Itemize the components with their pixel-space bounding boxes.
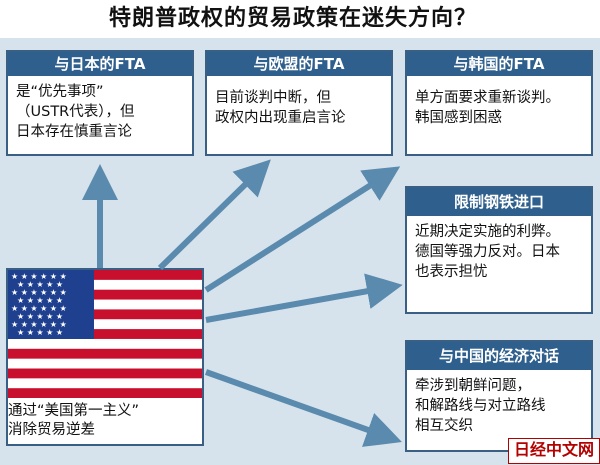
steel-import-line: 德国等强力反对。日本 [415,244,560,260]
japan-fta-body: 是“优先事项” （USTR代表），但 日本存在慎重言论 [8,76,192,148]
steel-import-line: 也表示担忧 [415,264,488,280]
korea-fta-body: 单方面要求重新谈判。 韩国感到困惑 [407,76,591,134]
svg-text:★ ★ ★ ★ ★: ★ ★ ★ ★ ★ [17,328,63,337]
arrow-to-korea [204,166,401,293]
korea-fta-box: 与韩国的FTA 单方面要求重新谈判。 韩国感到困惑 [405,50,593,156]
svg-text:★ ★ ★ ★ ★ ★: ★ ★ ★ ★ ★ ★ [11,304,67,313]
steel-import-line: 近期决定实施的利弊。 [415,224,560,240]
arrow-to-china [204,369,402,447]
svg-text:★ ★ ★ ★ ★: ★ ★ ★ ★ ★ [17,296,63,305]
japan-fta-line: 日本存在慎重言论 [16,124,132,140]
eu-fta-body: 目前谈判中断，但 政权内出现重启言论 [207,76,391,134]
china-dialogue-line: 牵涉到朝鲜问题， [415,378,531,394]
arrow-to-eu [157,159,271,271]
arrow-to-steel [205,273,403,323]
svg-text:★ ★ ★ ★ ★ ★: ★ ★ ★ ★ ★ ★ [11,320,67,329]
china-dialogue-line: 和解路线与对立路线 [415,398,546,414]
japan-fta-line: （USTR代表），但 [16,104,135,120]
eu-fta-box: 与欧盟的FTA 目前谈判中断，但 政权内出现重启言论 [205,50,393,156]
china-dialogue-body: 牵涉到朝鲜问题， 和解路线与对立路线 相互交织 [407,370,591,442]
eu-fta-line: 目前谈判中断，但 [215,90,331,106]
eu-fta-header: 与欧盟的FTA [207,52,391,76]
flag-caption: 通过“美国第一主义” 消除贸易逆差 [8,402,200,440]
china-dialogue-header: 与中国的经济对话 [407,342,591,370]
us-flag-box: ★ ★ ★ ★ ★ ★ ★ ★ ★ ★ ★ ★ ★ ★ ★ ★ ★ ★ ★ ★ … [6,268,204,446]
flag-caption-line: 通过“美国第一主义” [8,403,140,419]
korea-fta-line: 单方面要求重新谈判。 [415,90,560,106]
japan-fta-header: 与日本的FTA [8,52,192,76]
svg-text:★ ★ ★ ★ ★ ★: ★ ★ ★ ★ ★ ★ [11,288,67,297]
japan-fta-line: 是“优先事项” [16,84,104,100]
svg-text:★ ★ ★ ★ ★: ★ ★ ★ ★ ★ [17,312,63,321]
steel-import-box: 限制钢铁进口 近期决定实施的利弊。 德国等强力反对。日本 也表示担忧 [405,186,593,314]
japan-fta-box: 与日本的FTA 是“优先事项” （USTR代表），但 日本存在慎重言论 [6,50,194,156]
steel-import-header: 限制钢铁进口 [407,188,591,216]
svg-text:★ ★ ★ ★ ★ ★: ★ ★ ★ ★ ★ ★ [11,272,67,281]
steel-import-body: 近期决定实施的利弊。 德国等强力反对。日本 也表示担忧 [407,216,591,288]
svg-text:★ ★ ★ ★ ★: ★ ★ ★ ★ ★ [17,280,63,289]
korea-fta-header: 与韩国的FTA [407,52,591,76]
china-dialogue-box: 与中国的经济对话 牵涉到朝鲜问题， 和解路线与对立路线 相互交织 [405,340,593,452]
eu-fta-line: 政权内出现重启言论 [215,110,346,126]
us-flag-image: ★ ★ ★ ★ ★ ★ ★ ★ ★ ★ ★ ★ ★ ★ ★ ★ ★ ★ ★ ★ … [8,270,202,398]
china-dialogue-line: 相互交织 [415,418,473,434]
flag-caption-line: 消除贸易逆差 [8,422,95,438]
title-bar: 特朗普政权的贸易政策在迷失方向？ [0,0,600,38]
korea-fta-line: 韩国感到困惑 [415,110,502,126]
page-title: 特朗普政权的贸易政策在迷失方向？ [108,6,477,31]
watermark-logo: 日经中文网 [508,438,600,464]
